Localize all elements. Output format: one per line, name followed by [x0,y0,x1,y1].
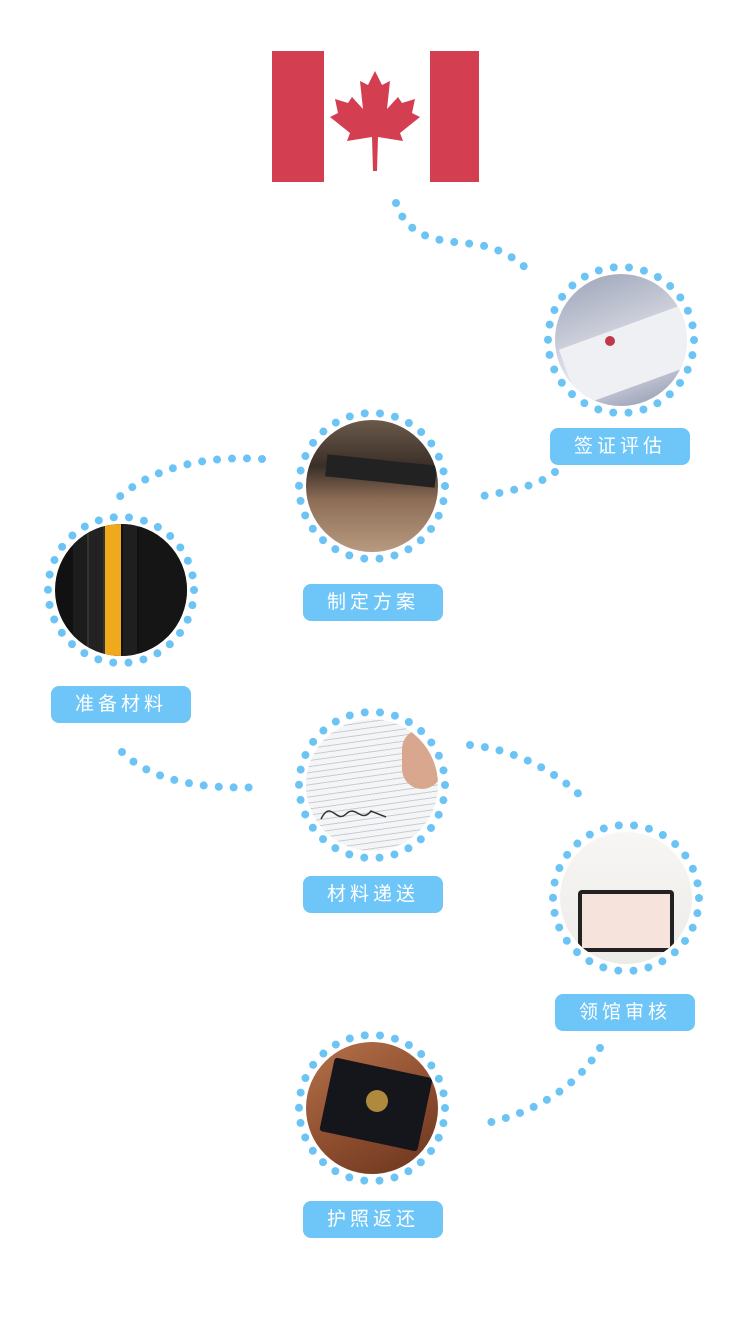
step-label: 签证评估 [550,428,690,465]
connector-step1-to-step2 [466,468,559,502]
connector-step3-to-step4 [118,748,266,792]
dotted-ring [44,513,198,667]
dotted-ring [295,708,449,862]
signing-document-photo [306,719,438,851]
canada-flag-icon [272,51,479,182]
laptop-photo [560,832,692,964]
connector-step2-to-step3 [114,454,266,502]
step-visa-assessment: 签证评估 [541,260,701,490]
dotted-ring [295,409,449,563]
connector-flag-to-step1 [392,199,534,276]
connector-step4-to-step5 [466,741,589,804]
step-consulate-review: 领馆审核 [546,818,706,1048]
step-label: 制定方案 [303,584,443,621]
step-label: 领馆审核 [555,994,695,1031]
step-submit-materials: 材料递送 [292,705,452,935]
binders-photo [55,524,187,656]
dotted-ring [549,821,703,975]
canada-passport-photo [306,1042,438,1174]
connector-step5-to-step6 [474,1044,604,1129]
step-passport-return: 护照返还 [292,1028,452,1258]
dotted-ring [295,1031,449,1185]
name-tag-photo [306,420,438,552]
step-make-plan: 制定方案 [292,406,452,636]
step-prepare-materials: 准备材料 [41,510,201,740]
documents-photo [555,274,687,406]
step-label: 护照返还 [303,1201,443,1238]
dotted-ring [544,263,698,417]
step-label: 准备材料 [51,686,191,723]
step-label: 材料递送 [303,876,443,913]
